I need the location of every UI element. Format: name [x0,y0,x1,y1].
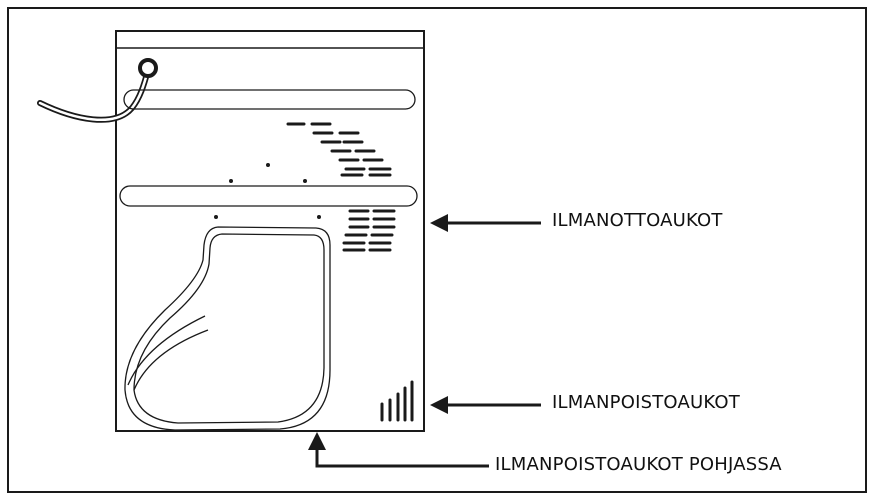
power-cord [37,58,158,123]
bottom-exhaust-arrow [308,432,489,468]
bottom-exhaust-label: ILMANPOISTOAUKOT POHJASSA [495,454,782,475]
intake-arrow [430,214,541,232]
exhaust-label: ILMANPOISTOAUKOT [552,392,740,413]
exhaust-vent-bars [380,380,414,422]
top-vent-dashes [286,122,392,177]
intake-vent-dashes [342,209,396,252]
diagram-frame [7,7,867,493]
intake-label: ILMANOTTOAUKOT [552,210,723,231]
screw-dots [214,163,321,219]
exhaust-arrow [430,396,541,414]
device-body [115,30,425,432]
middle-slot [119,185,418,207]
boot-cover [124,226,331,431]
top-slot [123,89,416,110]
